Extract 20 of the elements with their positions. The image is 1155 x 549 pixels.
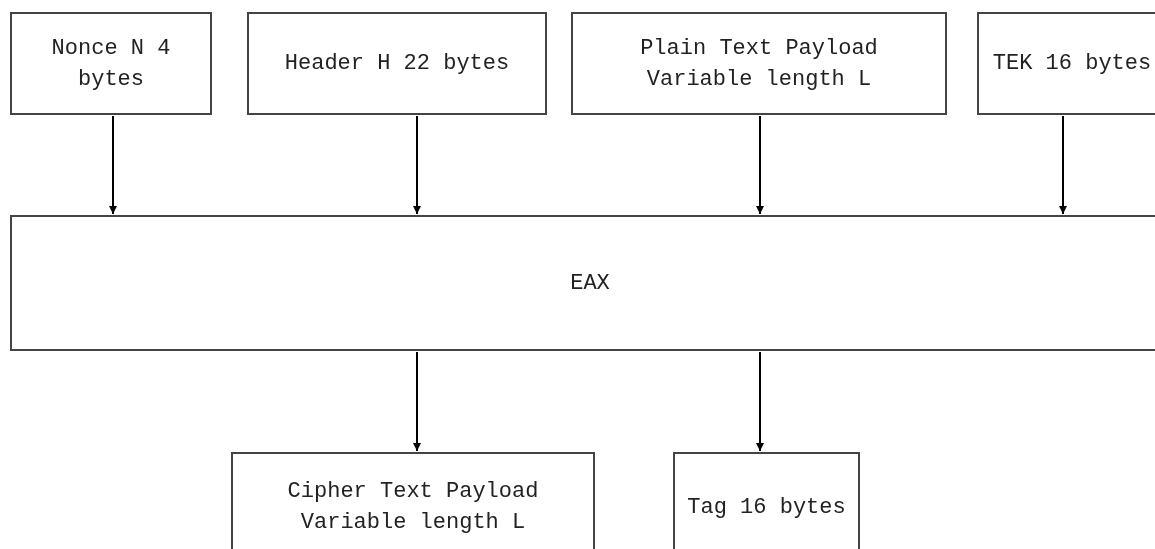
process-box [10, 215, 1155, 351]
process-box [977, 12, 1155, 115]
box-label: EAX [569, 269, 611, 298]
box-label: Header H 22 bytes [283, 50, 511, 78]
box-label: TEK 16 bytes [991, 50, 1153, 78]
arrow [109, 115, 117, 215]
box-label: Nonce N 4 bytes [50, 34, 172, 94]
box-label: Cipher Text Payload Variable length L [286, 478, 540, 537]
box-label: Plain Text Payload Variable length L [639, 34, 879, 94]
arrow [756, 115, 764, 215]
process-box [673, 452, 860, 549]
arrow [413, 115, 421, 215]
arrow [756, 351, 764, 452]
process-box [571, 12, 947, 115]
arrow [1059, 115, 1067, 215]
process-box [247, 12, 547, 115]
box-label: Tag 16 bytes [686, 493, 847, 522]
process-box [231, 452, 595, 549]
arrow [413, 351, 421, 452]
process-box [10, 12, 212, 115]
